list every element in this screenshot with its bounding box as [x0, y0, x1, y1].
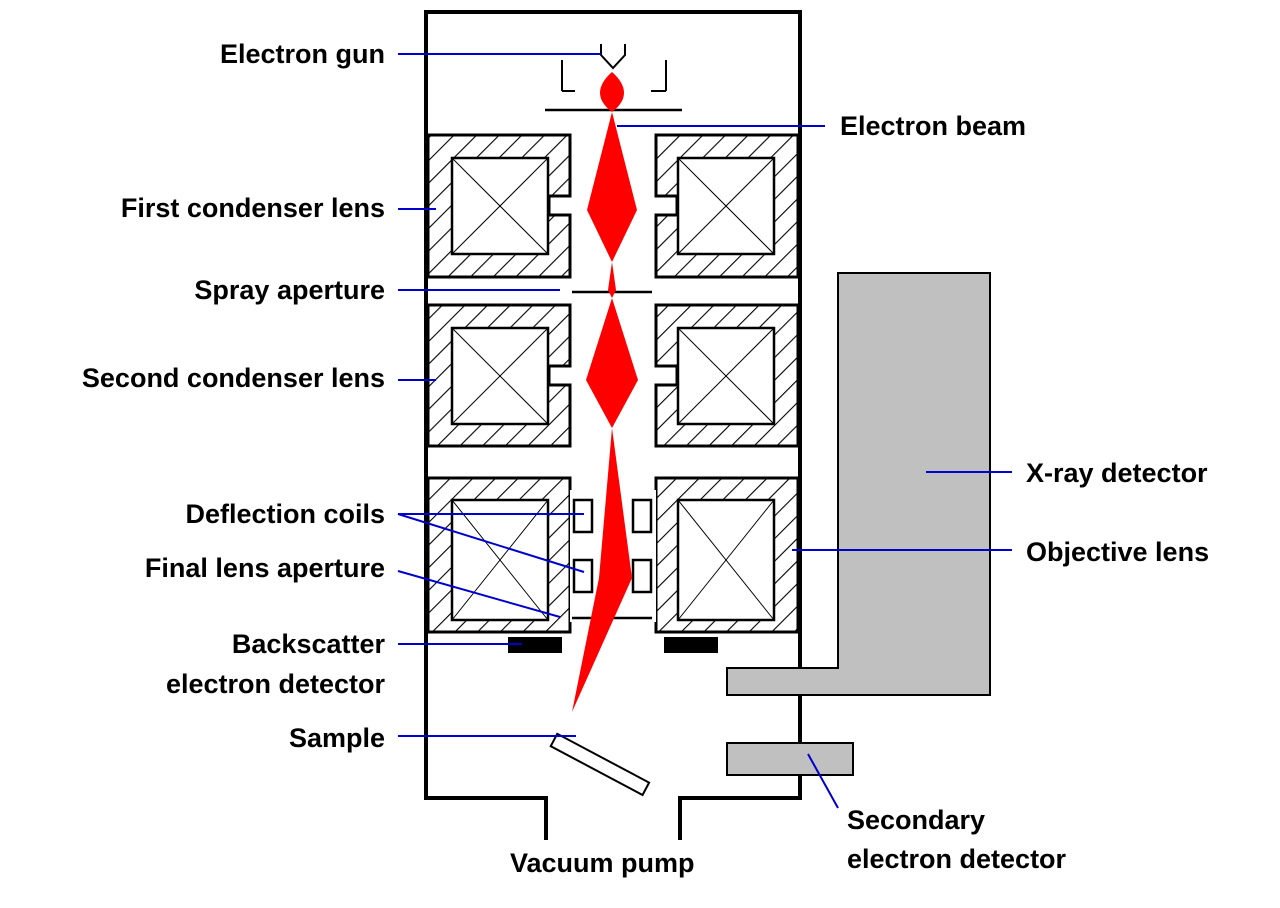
electron-gun	[561, 44, 667, 92]
backscatter-detector-left	[508, 637, 562, 653]
leader-deflection-2	[397, 513, 585, 573]
label-spray-aperture: Spray aperture	[194, 275, 385, 305]
leader-secondary	[807, 753, 839, 809]
label-electron-gun: Electron gun	[219, 39, 385, 69]
sample	[549, 732, 651, 797]
label-backscatter-line2: electron detector	[165, 669, 385, 699]
label-final-lens-aperture: Final lens aperture	[144, 553, 385, 583]
label-secondary-line2: electron detector	[847, 844, 1067, 874]
xray-detector	[726, 272, 991, 696]
label-vacuum-pump: Vacuum pump	[510, 848, 695, 878]
label-xray-detector: X-ray detector	[1026, 458, 1208, 488]
label-deflection-coils: Deflection coils	[185, 499, 385, 529]
label-backscatter-line1: Backscatter	[231, 629, 385, 659]
first-condenser-lens	[426, 133, 800, 279]
leader-lines	[397, 53, 1012, 809]
secondary-electron-detector	[726, 742, 854, 776]
label-electron-beam: Electron beam	[840, 111, 1027, 141]
second-condenser-lens	[426, 303, 800, 448]
label-first-condenser-lens: First condenser lens	[120, 193, 385, 223]
deflection-coils	[572, 498, 653, 594]
label-sample: Sample	[288, 723, 385, 753]
leader-final-aperture	[397, 570, 561, 618]
label-secondary-line1: Secondary	[847, 805, 986, 835]
label-objective-lens: Objective lens	[1026, 537, 1210, 567]
backscatter-detector-right	[664, 637, 718, 653]
electron-beam	[572, 72, 638, 712]
label-second-condenser-lens: Second condenser lens	[81, 363, 385, 393]
